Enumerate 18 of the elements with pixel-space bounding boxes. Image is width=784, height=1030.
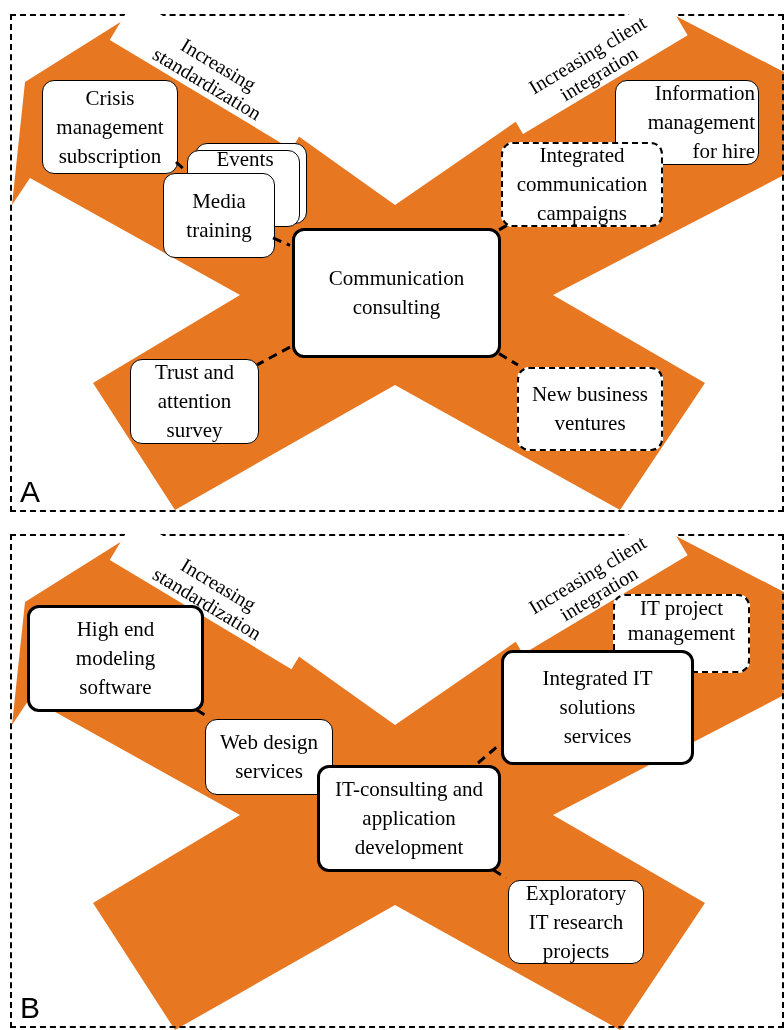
panel-letter: B [20,991,40,1024]
card-title: Events [195,147,295,173]
connector-line [256,345,291,367]
connector-line [492,868,507,880]
connector-line [498,223,509,232]
service-box: IT-consulting and application development [317,765,501,872]
service-box: Crisis management subscription [42,80,178,174]
service-box: Exploratory IT research projects [508,880,644,964]
service-box: Web design services [205,719,333,795]
service-box: Integrated communication campaigns [501,142,663,227]
service-box: New business ventures [517,367,663,451]
service-box: Media training [163,173,275,258]
service-box: Communication consulting [292,228,501,358]
service-box: Trust and attention survey [130,359,259,444]
connector-line [498,352,519,367]
service-box: Integrated IT solutions services [501,650,694,765]
panel-letter: A [20,475,40,508]
connector-line [272,236,291,247]
